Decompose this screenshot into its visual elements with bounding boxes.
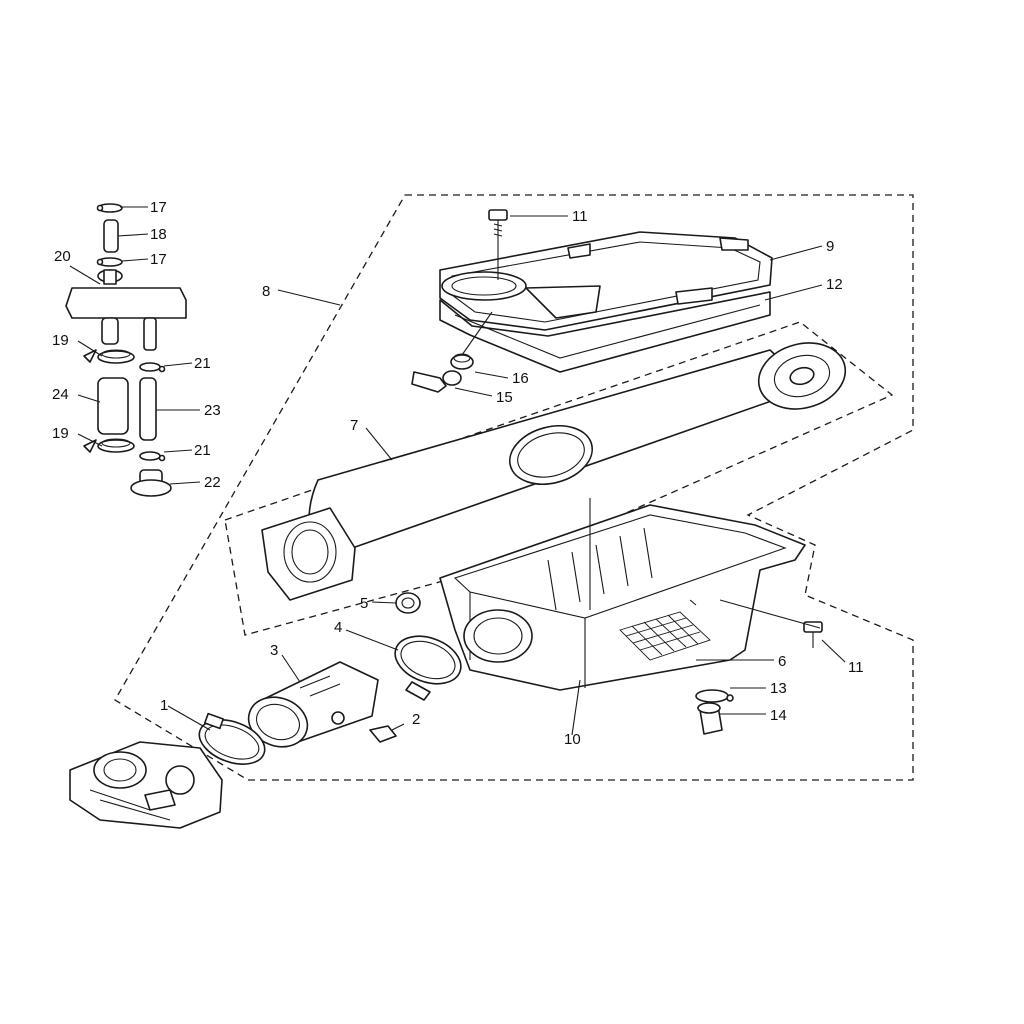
mesh-screen bbox=[619, 611, 711, 661]
callout-19-lower: 19 bbox=[52, 425, 69, 442]
air-filter-element bbox=[261, 342, 847, 601]
callout-12: 12 bbox=[826, 276, 843, 293]
callout-22: 22 bbox=[204, 474, 221, 491]
hose-clip-upper bbox=[96, 203, 123, 213]
long-hose bbox=[139, 377, 157, 441]
air-box-cover bbox=[439, 231, 773, 331]
callout-13: 13 bbox=[770, 680, 787, 697]
drain-cap bbox=[130, 469, 172, 497]
callout-21-lower: 21 bbox=[194, 442, 211, 459]
callout-24: 24 bbox=[52, 386, 69, 403]
callout-9: 9 bbox=[826, 238, 834, 255]
carburetor bbox=[69, 741, 223, 829]
joint-clip bbox=[331, 711, 397, 743]
callout-8: 8 bbox=[262, 283, 270, 300]
callout-20: 20 bbox=[54, 248, 71, 265]
callout-17-upper: 17 bbox=[150, 199, 167, 216]
breather-grommet bbox=[450, 353, 474, 370]
filter-element-boundary bbox=[224, 321, 894, 636]
cover-bolt bbox=[488, 209, 508, 237]
callout-4: 4 bbox=[334, 619, 342, 636]
carburetor-clamp bbox=[198, 712, 266, 765]
callout-3: 3 bbox=[270, 642, 278, 659]
short-hose bbox=[103, 219, 119, 253]
callout-23: 23 bbox=[204, 402, 221, 419]
callout-7: 7 bbox=[350, 417, 358, 434]
air-box-case bbox=[439, 498, 806, 691]
leader-lines bbox=[69, 206, 846, 736]
callout-19-upper: 19 bbox=[52, 332, 69, 349]
callout-11-right: 11 bbox=[848, 659, 864, 676]
breather-tank bbox=[65, 269, 187, 351]
callout-16: 16 bbox=[512, 370, 529, 387]
callout-5: 5 bbox=[360, 595, 368, 612]
hose-clip-right-lower bbox=[139, 451, 166, 462]
callout-2: 2 bbox=[412, 711, 420, 728]
callout-14: 14 bbox=[770, 707, 787, 724]
band-clamp bbox=[394, 635, 462, 701]
callout-6: 6 bbox=[778, 653, 786, 670]
hose-clamp-upper bbox=[83, 349, 135, 364]
hose-clip-right-upper bbox=[139, 362, 166, 373]
drain-plug bbox=[697, 702, 723, 735]
drain-clamp bbox=[695, 689, 734, 703]
breather-elbow bbox=[411, 370, 462, 393]
callout-1: 1 bbox=[160, 697, 168, 714]
callout-21-upper: 21 bbox=[194, 355, 211, 372]
callout-17-lower: 17 bbox=[150, 251, 167, 268]
callout-10: 10 bbox=[564, 731, 581, 748]
air-cleaner-assembly-boundary bbox=[114, 194, 914, 781]
callout-15: 15 bbox=[496, 389, 513, 406]
hose-clip-middle bbox=[96, 257, 123, 267]
intake-joint bbox=[247, 661, 379, 748]
hose-clamp-lower bbox=[83, 438, 135, 453]
case-grommet bbox=[395, 592, 421, 614]
callout-18: 18 bbox=[150, 226, 167, 243]
cover-seal bbox=[439, 291, 771, 373]
callout-11-top: 11 bbox=[572, 208, 588, 225]
large-hose bbox=[97, 377, 129, 435]
